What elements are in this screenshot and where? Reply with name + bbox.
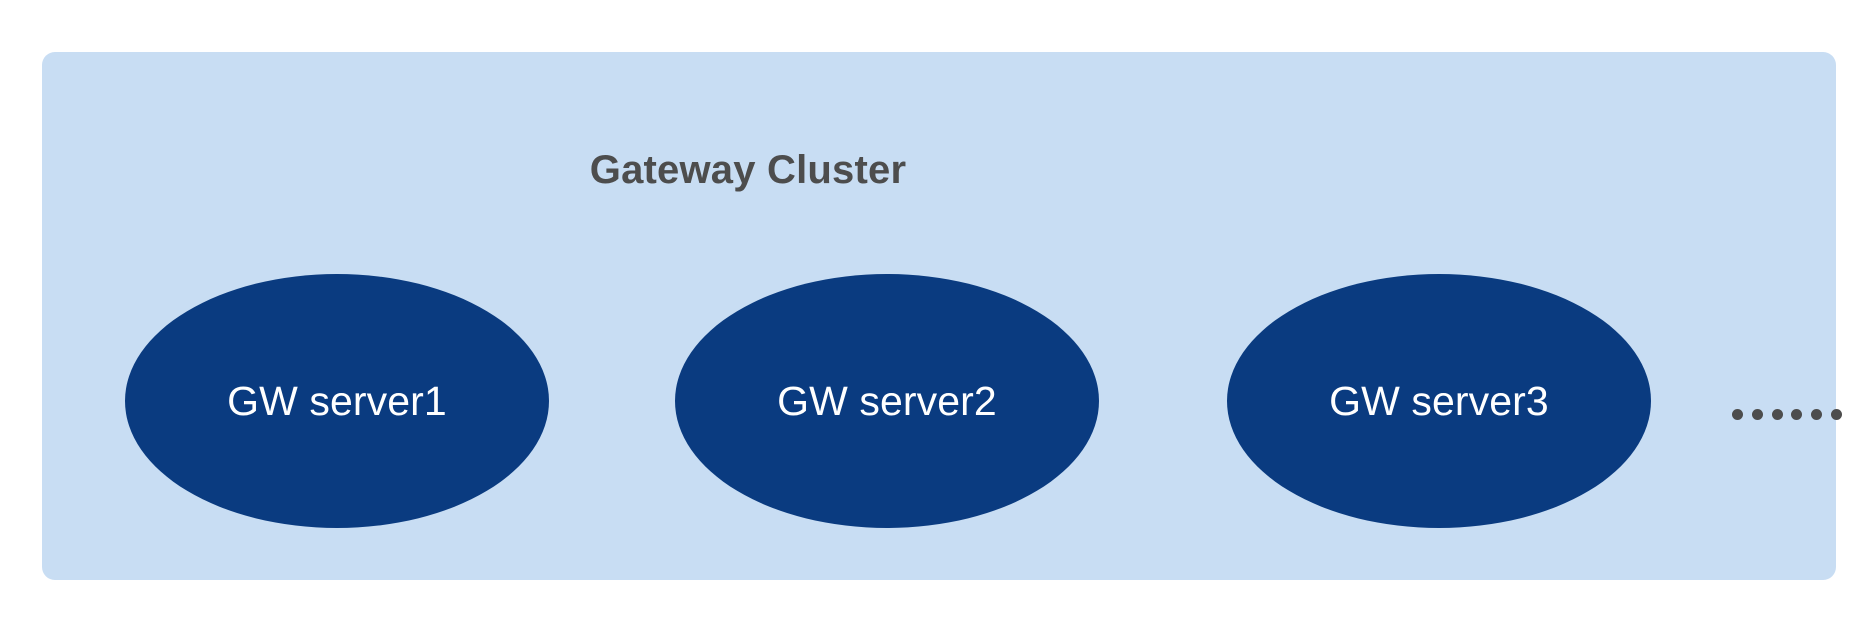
node-gw-server-3-label: GW server3: [1329, 377, 1549, 424]
cluster-title: Gateway Cluster: [589, 148, 907, 192]
node-gw-server-1-label: GW server1: [227, 377, 447, 424]
node-gw-server-3[interactable]: GW server3: [1227, 274, 1651, 528]
ellipsis-dot: [1771, 408, 1783, 420]
node-gw-server-2[interactable]: GW server2: [675, 274, 1099, 528]
node-gw-server-1[interactable]: GW server1: [125, 274, 549, 528]
more-servers-ellipsis-icon: [1732, 400, 1842, 428]
ellipsis-dot: [1791, 408, 1803, 420]
gateway-cluster-container: Gateway Cluster GW server1 GW server2 GW…: [42, 52, 1842, 580]
ellipsis-dot: [1811, 408, 1823, 420]
node-gw-server-2-label: GW server2: [777, 377, 997, 424]
ellipsis-dot: [1830, 408, 1842, 420]
ellipsis-dot: [1732, 408, 1743, 420]
ellipsis-dot: [1751, 408, 1763, 420]
